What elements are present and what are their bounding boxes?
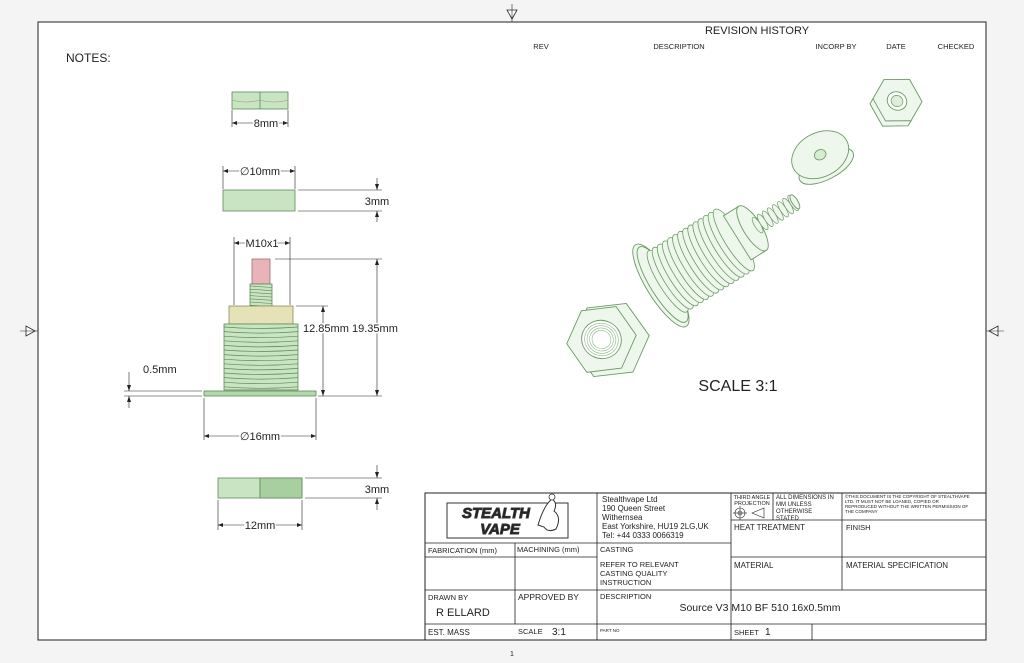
casting-note-1: REFER TO RELEVANT (600, 560, 679, 569)
dim-height-b: 19.35mm (352, 323, 398, 335)
sheet-value: 1 (765, 627, 771, 638)
copyright-line2: LTD. IT MUST NOT BE LOANED, COPIED OR (845, 499, 940, 504)
casting-label: CASTING (600, 545, 634, 554)
drawn-by-value: R ELLARD (436, 607, 490, 619)
material-label: MATERIAL (734, 561, 774, 570)
approved-by-label: APPROVED BY (518, 592, 579, 602)
dim-thread: M10x1 (245, 238, 278, 250)
casting-note-2: CASTING QUALITY (600, 569, 668, 578)
company-tel: Tel: +44 0333 0066319 (602, 531, 684, 540)
units-line1: ALL DIMENSIONS IN (776, 495, 834, 501)
machining-label: MACHINING (mm) (517, 545, 580, 554)
footer-mark: 1 (510, 651, 514, 658)
exploded-isometric-view (566, 78, 923, 378)
svg-text:STEALTH: STEALTH (462, 505, 531, 522)
centering-marks (20, 4, 1004, 337)
dim-nut-width: 8mm (254, 118, 278, 130)
casting-note-3: INSTRUCTION (600, 578, 651, 587)
company-street: 190 Queen Street (602, 504, 666, 513)
sheet-label: SHEET (734, 628, 759, 637)
finish-label: FINISH (846, 523, 871, 532)
svg-text:VAPE: VAPE (480, 521, 521, 538)
view-threaded-body: M10x1 12.85mm 19.35mm 0.5mm ∅16mm (124, 237, 399, 445)
heat-treatment-label: HEAT TREATMENT (734, 523, 805, 532)
view-washer: ∅10mm 3mm (222, 165, 389, 222)
stealthvape-logo: STEALTH VAPE (446, 493, 569, 539)
units-line3: OTHERWISE (776, 509, 812, 515)
third-angle-projection-symbol-icon (733, 506, 765, 520)
units-line2: MM UNLESS (776, 502, 812, 508)
dim-flange-dia: ∅16mm (240, 431, 280, 443)
scale-field-value: 3:1 (552, 627, 566, 638)
scale-field-label: SCALE (518, 627, 543, 636)
dim-washer-dia: ∅10mm (240, 166, 280, 178)
title-block: STEALTH VAPE Stealthvape Ltd 190 Queen S… (424, 492, 987, 641)
description-label: DESCRIPTION (600, 592, 651, 601)
copyright-line3: REPRODUCED WITHOUT THE WRITTEN PERMISSIO… (845, 504, 968, 509)
company-town: Withernsea (602, 513, 643, 522)
copyright-line1: ©THIS DOCUMENT IS THE COPYRIGHT OF STEAL… (845, 493, 970, 499)
units-line4: STATED (776, 516, 799, 522)
projection-line1: THIRD ANGLE (734, 495, 771, 501)
description-value: Source V3 M10 BF 510 16x0.5mm (679, 602, 840, 614)
fabrication-label: FABRICATION (mm) (428, 546, 498, 555)
rev-col-description: DESCRIPTION (653, 42, 704, 51)
projection-line2: PROJECTION (734, 501, 769, 507)
rev-col-incorp: INCORP BY (815, 42, 856, 51)
drawn-by-label: DRAWN BY (428, 593, 468, 602)
dim-height-a: 12.85mm (303, 323, 349, 335)
material-spec-label: MATERIAL SPECIFICATION (846, 561, 948, 570)
rev-col-rev: REV (533, 42, 548, 51)
revision-history: REVISION HISTORY REV DESCRIPTION INCORP … (533, 25, 975, 51)
company-name: Stealthvape Ltd (602, 495, 658, 504)
copyright-line4: THE COMPANY (845, 509, 878, 514)
rev-col-checked: CHECKED (938, 42, 975, 51)
dim-washer-thk: 3mm (365, 196, 389, 208)
company-region: East Yorkshire, HU19 2LG,UK (602, 522, 709, 531)
part-no-label: PART NO (600, 628, 620, 633)
dim-nut2-thk: 3mm (365, 484, 389, 496)
scale-label: SCALE 3:1 (698, 378, 777, 395)
view-nut-8mm: 8mm (231, 91, 289, 132)
dim-nut2-width: 12mm (245, 520, 276, 532)
notes-label: NOTES: (66, 51, 111, 65)
dim-flange-thk: 0.5mm (143, 364, 177, 376)
rev-col-date: DATE (886, 42, 905, 51)
view-hex-nut: 3mm 12mm (217, 465, 389, 534)
revision-title: REVISION HISTORY (705, 25, 810, 37)
est-mass-label: EST. MASS (428, 628, 470, 637)
